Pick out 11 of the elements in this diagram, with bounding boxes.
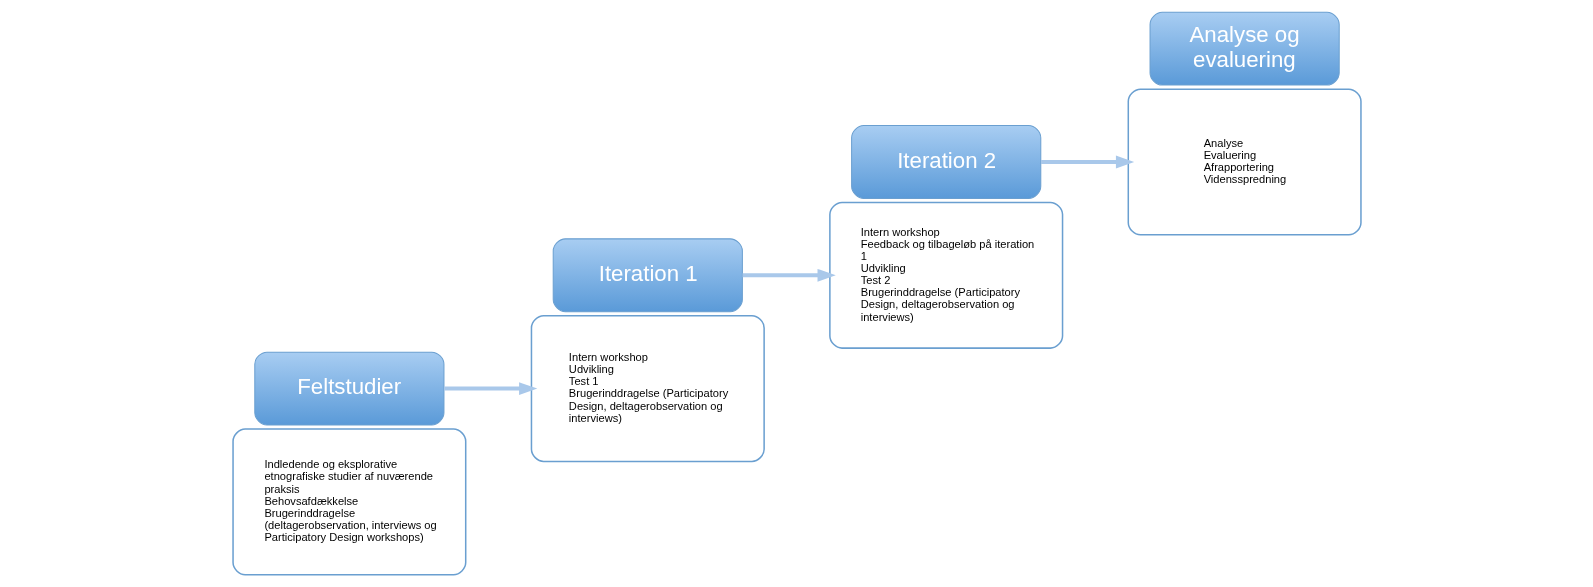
node-box: Indledende og eksplorative etnografiske studier af nuværende praksis Behovsafdækkelse Brugerinddragelse (deltagerobservation, interviews og Participatory Design workshops) (231, 428, 466, 576)
arrow (742, 268, 836, 282)
node-box: Intern workshop Udvikling Test 1 Brugerinddragelse (Participatory Design, deltagerobservation og interviews) (530, 315, 765, 463)
node-box: Iteration 1 (552, 238, 743, 313)
node-box: Iteration 2 (850, 125, 1041, 199)
node-box: Analyse og evaluering (1149, 11, 1340, 86)
arrow (443, 382, 537, 395)
node-box: Feltstudier (253, 351, 444, 426)
node-box: Analyse Evaluering Afrapportering Vidensspredning (1127, 88, 1362, 236)
arrow (1040, 155, 1134, 169)
node-box: Intern workshop Feedback og tilbageløb på iteration 1 Udvikling Test 2 Brugerinddragelse (Participatory Design, deltagerobservation og interviews) (828, 201, 1063, 349)
